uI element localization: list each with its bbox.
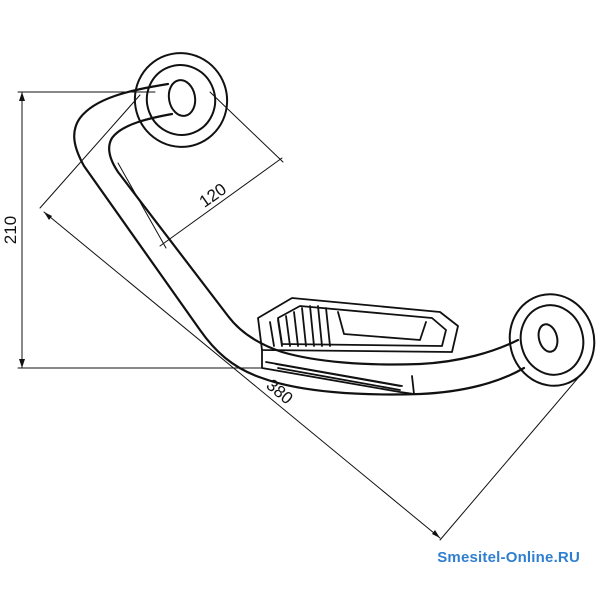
basket-wire bbox=[285, 315, 291, 347]
basket-wire bbox=[293, 311, 299, 347]
arrow-head-top bbox=[19, 92, 25, 101]
extension-line-wall bbox=[209, 91, 284, 163]
wall-flange-top bbox=[133, 52, 229, 148]
wall-flange-bottom bbox=[508, 293, 596, 387]
dimension-line-depth bbox=[159, 157, 283, 247]
basket-inner-slot bbox=[337, 311, 427, 341]
dimension-line-diagonal bbox=[43, 211, 441, 539]
dimension-depth bbox=[117, 91, 284, 249]
basket-wire bbox=[301, 307, 307, 347]
grab-bar-tube-outer bbox=[73, 82, 526, 396]
dimension-height bbox=[17, 91, 263, 369]
basket-wire bbox=[277, 367, 401, 391]
bar-end-top bbox=[167, 79, 197, 117]
grab-bar-tube-inner bbox=[108, 112, 520, 366]
basket-wire bbox=[309, 305, 315, 347]
bar-end-bottom bbox=[537, 323, 559, 353]
flange-inner-bottom bbox=[519, 304, 585, 376]
watermark-text: Smesitel-Online.RU bbox=[437, 549, 580, 566]
extension-line-right bbox=[439, 377, 579, 541]
basket-side-wall bbox=[261, 349, 415, 395]
extension-line-left bbox=[39, 94, 141, 209]
depth-dimension-label: 120 bbox=[196, 180, 230, 212]
flange-inner-top bbox=[145, 64, 217, 136]
arrow-head-left bbox=[44, 212, 52, 220]
flange-outer-top bbox=[133, 52, 229, 148]
basket-wire bbox=[317, 305, 323, 347]
basket-wire bbox=[269, 321, 275, 347]
flange-outer-bottom bbox=[508, 293, 596, 387]
basket-wire bbox=[277, 319, 283, 347]
height-dimension-label: 210 bbox=[1, 216, 20, 244]
arrow-head-right bbox=[432, 530, 440, 538]
arrow-head-bottom bbox=[19, 359, 25, 368]
extension-line-bar bbox=[117, 162, 167, 249]
dimension-length bbox=[39, 94, 579, 541]
soap-basket bbox=[257, 297, 459, 395]
basket-wire bbox=[275, 363, 401, 387]
basket-wire bbox=[325, 307, 331, 347]
